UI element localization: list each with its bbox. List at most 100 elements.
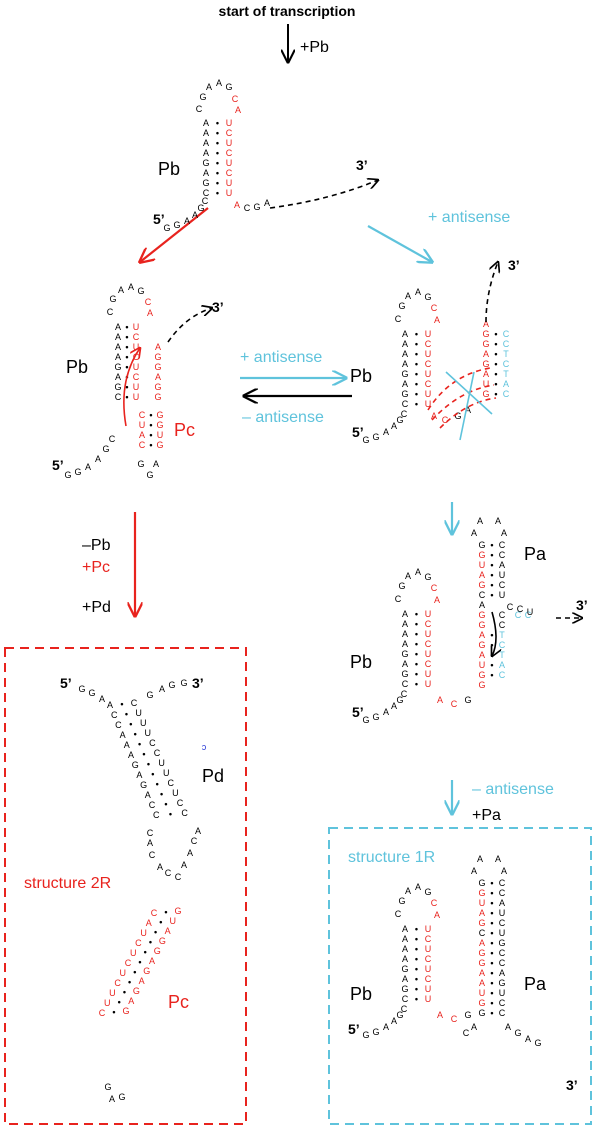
pc-label: Pc: [168, 992, 189, 1012]
nucleotide: A: [181, 860, 187, 870]
base-pair-dot: •: [490, 660, 493, 670]
nucleotide: U: [425, 679, 432, 689]
nucleotide: G: [498, 978, 505, 988]
step-minus-pb: –Pb: [82, 537, 111, 554]
nucleotide: C: [499, 670, 506, 680]
base-pair-dot: •: [144, 947, 147, 957]
nucleotide: U: [170, 916, 177, 926]
nucleotide: C: [111, 710, 118, 720]
nucleotide: A: [391, 1016, 397, 1026]
nucleotide: U: [425, 924, 432, 934]
base-pair-dot: •: [216, 138, 219, 148]
nucleotide: A: [477, 854, 483, 864]
base-pair-dot: •: [118, 997, 121, 1007]
nucleotide: G: [478, 878, 485, 888]
nucleotide: G: [424, 572, 431, 582]
nucleotide: G: [156, 440, 163, 450]
nucleotide: A: [115, 352, 121, 362]
nucleotide: G: [102, 444, 109, 454]
nucleotide: A: [402, 379, 408, 389]
nucleotide: T: [499, 650, 505, 660]
nucleotide: C: [503, 339, 510, 349]
nucleotide: A: [402, 349, 408, 359]
nucleotide: A: [477, 516, 483, 526]
base-pair-dot: •: [490, 988, 493, 998]
nucleotide: U: [140, 928, 147, 938]
base-pair-dot: •: [415, 619, 418, 629]
nucleotide: G: [396, 1010, 403, 1020]
nucleotide: A: [235, 105, 241, 115]
nucleotide: C: [451, 699, 458, 709]
three-prime-label: 3’: [192, 675, 204, 691]
nucleotide: A: [192, 210, 198, 220]
nucleotide: C: [115, 392, 122, 402]
nucleotide: G: [478, 610, 485, 620]
nucleotide: G: [401, 649, 408, 659]
nucleotide: G: [154, 352, 161, 362]
nucleotide: A: [107, 700, 113, 710]
nucleotide: U: [425, 389, 432, 399]
pb-label: Pb: [350, 652, 372, 672]
nucleotide: U: [527, 607, 534, 617]
pa-label: Pa: [524, 974, 547, 994]
nucleotide: A: [391, 701, 397, 711]
nucleotide: A: [402, 339, 408, 349]
base-pair-dot: •: [415, 994, 418, 1004]
base-pair-dot: •: [490, 570, 493, 580]
nucleotide: A: [483, 319, 489, 329]
nucleotide: A: [499, 560, 505, 570]
nucleotide: C: [202, 196, 209, 206]
nucleotide: G: [401, 669, 408, 679]
nucleotide: U: [163, 768, 170, 778]
nucleotide: A: [402, 934, 408, 944]
nucleotide: U: [425, 399, 432, 409]
nucleotide: G: [133, 986, 140, 996]
three-prime-label: 3’: [508, 257, 520, 273]
nucleotide: G: [156, 410, 163, 420]
nucleotide: A: [525, 1034, 531, 1044]
step-plus-antisense-top: + antisense: [428, 209, 510, 226]
nucleotide: G: [478, 620, 485, 630]
base-pair-dot: •: [490, 560, 493, 570]
nucleotide: C: [154, 748, 161, 758]
nucleotide: A: [402, 974, 408, 984]
base-pair-dot: •: [216, 188, 219, 198]
nucleotide: C: [149, 800, 156, 810]
base-pair-dot: •: [490, 948, 493, 958]
nucleotide: C: [525, 610, 532, 620]
step-plus-pd: +Pd: [82, 599, 111, 616]
nucleotide: C: [425, 934, 432, 944]
nucleotide: C: [503, 329, 510, 339]
nucleotide: A: [479, 570, 485, 580]
nucleotide: A: [120, 730, 126, 740]
nucleotide: G: [197, 203, 204, 213]
base-pair-dot: •: [494, 339, 497, 349]
base-pair-dot: •: [490, 550, 493, 560]
nucleotide: C: [168, 778, 175, 788]
nucleotide: U: [130, 948, 137, 958]
nucleotide: A: [479, 978, 485, 988]
nucleotide: C: [149, 738, 156, 748]
nucleotide: C: [232, 94, 239, 104]
nucleotide: C: [395, 594, 402, 604]
nucleotide: A: [434, 315, 440, 325]
five-prime-label: 5’: [52, 457, 64, 473]
nucleotide: G: [372, 432, 379, 442]
nucleotide: G: [478, 550, 485, 560]
base-pair-dot: •: [125, 709, 128, 719]
nucleotide: U: [425, 984, 432, 994]
nucleotide: C: [203, 188, 210, 198]
nucleotide: A: [157, 862, 163, 872]
nucleotide: G: [163, 223, 170, 233]
base-pair-dot: •: [490, 580, 493, 590]
nucleotide: C: [451, 1014, 458, 1024]
nucleotide: U: [133, 322, 140, 332]
five-prime-label: 5’: [352, 704, 364, 720]
base-pair-dot: •: [490, 888, 493, 898]
nucleotide: C: [463, 1028, 470, 1038]
nucleotide: C: [133, 372, 140, 382]
base-pair-dot: •: [138, 957, 141, 967]
nucleotide: C: [431, 303, 438, 313]
